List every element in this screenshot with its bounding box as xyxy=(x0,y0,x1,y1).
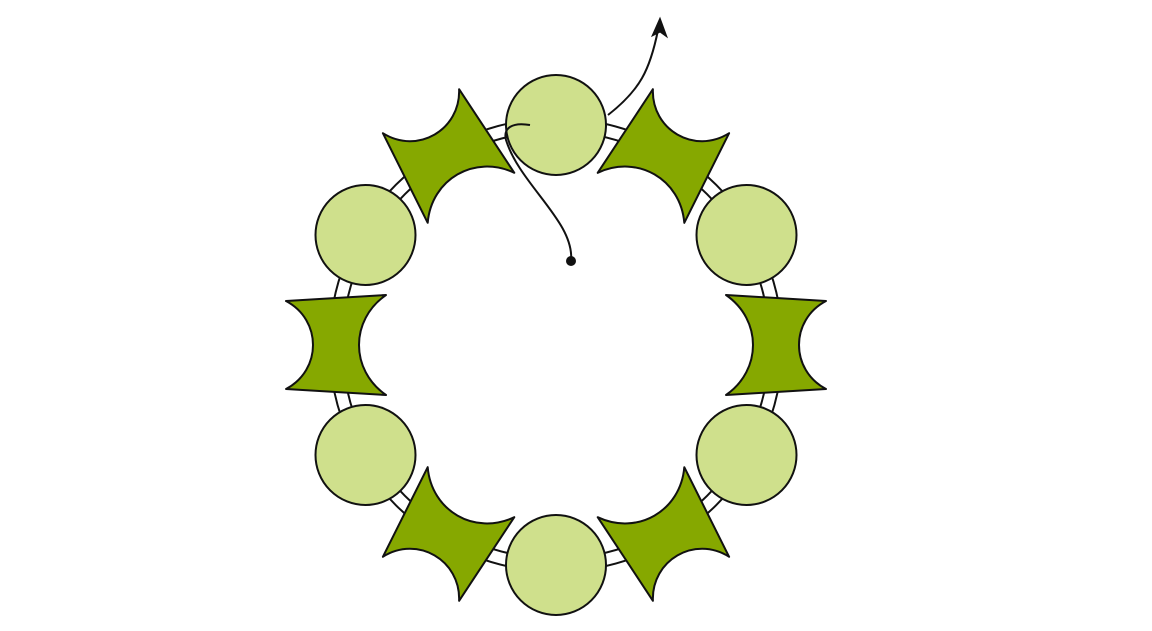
cord-inner xyxy=(330,119,782,571)
thread-line xyxy=(504,29,659,262)
round-bead xyxy=(314,404,417,506)
round-bead xyxy=(695,404,798,506)
bow-tie-bead xyxy=(725,294,827,396)
bow-tie-bead xyxy=(381,466,516,602)
round-bead xyxy=(314,184,417,286)
bead-ring xyxy=(285,74,827,616)
thread-path xyxy=(504,16,669,266)
round-bead xyxy=(695,184,798,286)
thread-arrow-head xyxy=(650,16,669,39)
round-bead xyxy=(505,514,607,616)
bow-tie-bead xyxy=(596,466,731,602)
bow-tie-bead xyxy=(596,88,731,224)
bow-tie-bead xyxy=(285,294,387,396)
bow-tie-bead xyxy=(381,88,516,224)
ring-cord xyxy=(328,117,784,573)
round-bead xyxy=(505,74,607,176)
